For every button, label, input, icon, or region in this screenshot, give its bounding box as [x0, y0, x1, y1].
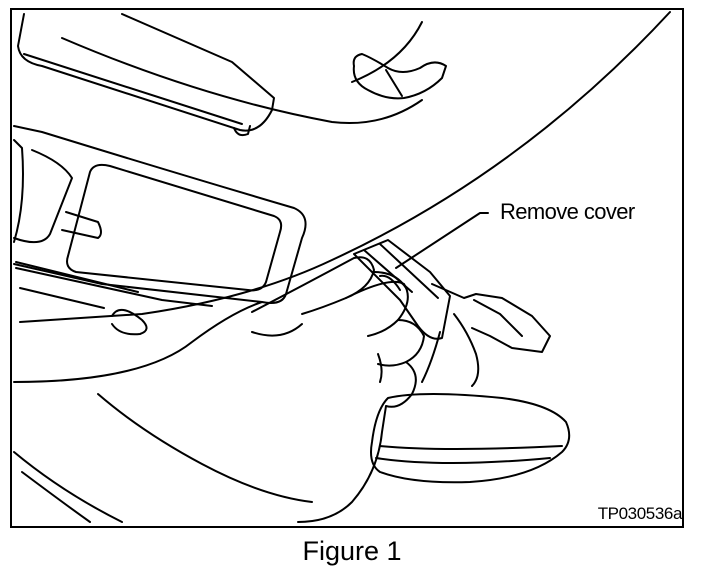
figure-caption: Figure 1: [302, 536, 402, 566]
illustration-frame: Remove cover TP030536a: [10, 8, 684, 528]
windshield-edge: [19, 11, 671, 323]
hand: [251, 256, 425, 523]
callout-leader: [395, 212, 489, 269]
map-light-console: [13, 125, 307, 304]
mirror-stay: [431, 283, 551, 353]
callout-remove-cover: Remove cover: [500, 199, 635, 224]
sun-visor: [17, 13, 275, 132]
figure-code: TP030536a: [597, 504, 682, 523]
map-light-lens: [66, 163, 283, 292]
overhead-console-illustration: [13, 11, 671, 523]
visor-clip: [233, 125, 251, 137]
rear-view-mirror: [370, 393, 571, 484]
grab-handle: [352, 53, 447, 100]
